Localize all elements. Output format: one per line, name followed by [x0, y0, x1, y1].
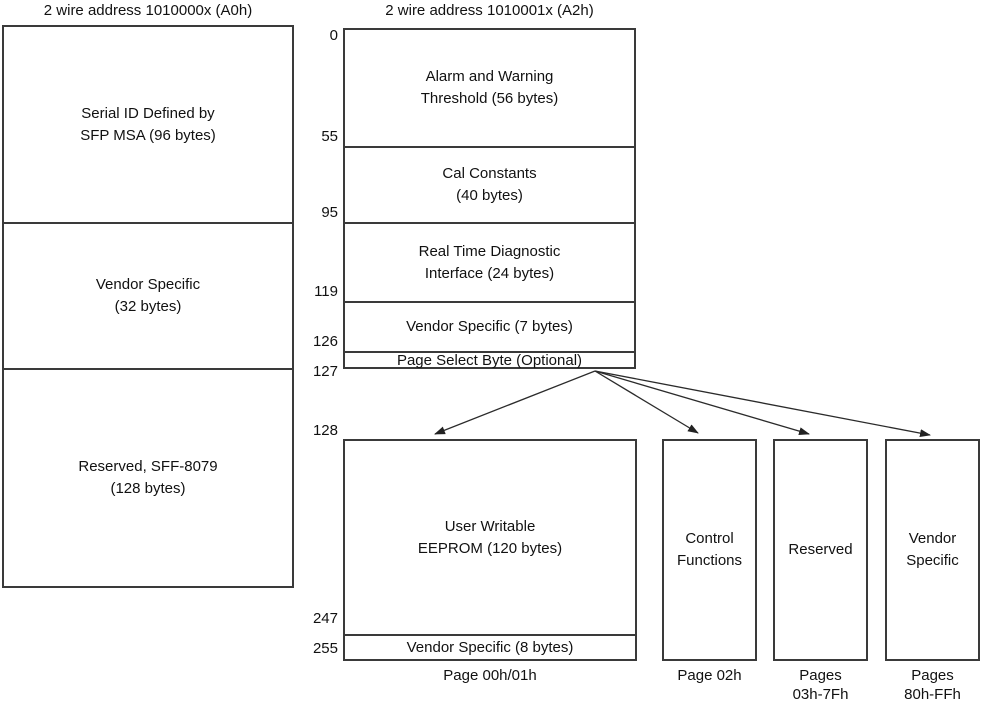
page-00-01-caption: Page 00h/01h	[443, 667, 537, 684]
page-00-01-box: User Writable EEPROM (120 bytes) Vendor …	[343, 439, 637, 661]
page-00-01-vendor-specific-label: Vendor Specific (8 bytes)	[406, 638, 574, 656]
page-02-caption: Page 02h	[677, 667, 742, 684]
page-00-01-vendor-specific-section: Vendor Specific (8 bytes)	[345, 634, 635, 659]
page-02-section: Control Functions	[664, 441, 755, 659]
a2-section-cal-constants-label: Cal Constants (40 bytes)	[442, 165, 537, 204]
arrow-to-page-00-01	[434, 370, 596, 435]
page-00-01-offset-247: 247	[312, 610, 338, 627]
a2-section-real-time-diagnostic-label: Real Time Diagnostic Interface (24 bytes…	[418, 242, 561, 282]
page-02-box: Control Functions	[662, 439, 757, 661]
page-00-01-offset-128: 128	[312, 422, 338, 439]
a2-offset-119: 119	[314, 283, 338, 300]
arrow-to-pages-03-7f	[594, 370, 810, 436]
a2-offset-126: 126	[312, 333, 338, 350]
a2-section-alarm-warning: Alarm and Warning Threshold (56 bytes)	[345, 30, 634, 146]
a2-offset-0: 0	[329, 27, 338, 44]
a2-section-page-select-byte: Page Select Byte (Optional)	[345, 351, 634, 369]
a2-section-vendor-specific: Vendor Specific (7 bytes)	[345, 301, 634, 351]
a0-section-serial-id: Serial ID Defined by SFP MSA (96 bytes)	[4, 27, 292, 222]
a2-section-real-time-diagnostic: Real Time Diagnostic Interface (24 bytes…	[345, 222, 634, 301]
a2-offset-127: 127	[312, 363, 338, 380]
a2-memory-box: Alarm and Warning Threshold (56 bytes) C…	[343, 28, 636, 369]
a2-section-cal-constants: Cal Constants (40 bytes)	[345, 146, 634, 222]
a2-section-vendor-specific-label: Vendor Specific (7 bytes)	[406, 318, 573, 335]
pages-03-7f-label: Reserved	[788, 541, 853, 558]
a2-section-alarm-warning-label: Alarm and Warning Threshold (56 bytes)	[420, 68, 559, 107]
pages-03-7f-section: Reserved	[775, 441, 866, 659]
a2-address-title: 2 wire address 1010001x (A2h)	[385, 2, 594, 19]
page-02-label: Control Functions	[676, 530, 743, 569]
arrow-to-page-02	[594, 370, 699, 434]
a0-section-vendor-specific: Vendor Specific (32 bytes)	[4, 222, 292, 368]
pages-03-7f-caption: Pages 03h-7Fh	[792, 667, 849, 703]
pages-80-ff-label: Vendor Specific	[906, 530, 959, 569]
a2-offset-95: 95	[321, 204, 338, 221]
a0-section-serial-id-label: Serial ID Defined by SFP MSA (96 bytes)	[80, 104, 216, 144]
pages-03-7f-box: Reserved	[773, 439, 868, 661]
pages-80-ff-caption: Pages 80h-FFh	[904, 667, 961, 703]
page-00-01-offset-255: 255	[312, 640, 338, 657]
pages-80-ff-section: Vendor Specific	[887, 441, 978, 659]
a0-section-reserved-sff8079: Reserved, SFF-8079 (128 bytes)	[4, 368, 292, 586]
a2-offset-55: 55	[321, 128, 338, 145]
arrow-to-pages-80-ff	[594, 370, 931, 438]
a0-section-reserved-sff8079-label: Reserved, SFF-8079 (128 bytes)	[78, 458, 218, 497]
page-00-01-user-writable-section: User Writable EEPROM (120 bytes)	[345, 441, 635, 634]
a0-section-vendor-specific-label: Vendor Specific (32 bytes)	[95, 276, 201, 315]
a0-memory-box: Serial ID Defined by SFP MSA (96 bytes) …	[2, 25, 294, 588]
a2-section-page-select-byte-label: Page Select Byte (Optional)	[396, 352, 583, 369]
a0-address-title: 2 wire address 1010000x (A0h)	[43, 2, 253, 19]
page-00-01-user-writable-label: User Writable EEPROM (120 bytes)	[417, 517, 563, 557]
pages-80-ff-box: Vendor Specific	[885, 439, 980, 661]
